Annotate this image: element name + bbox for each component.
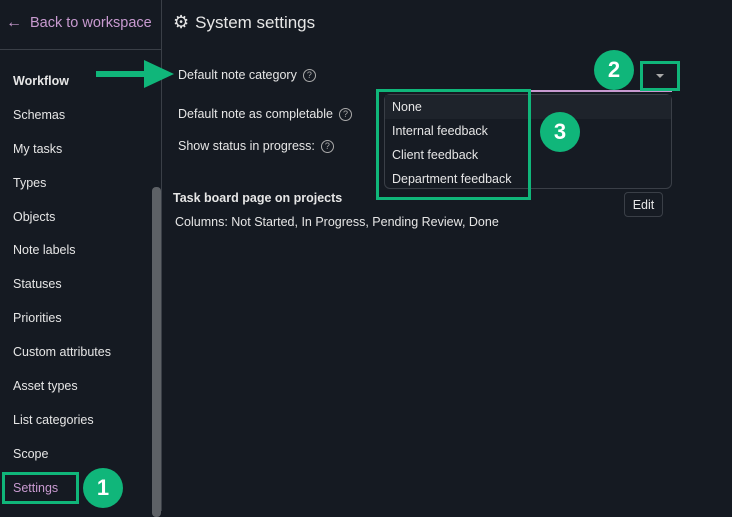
option-client-feedback[interactable]: Client feedback bbox=[392, 148, 479, 162]
default-note-completable-label: Default note as completable? bbox=[178, 107, 352, 121]
sidebar-item-custom-attributes[interactable]: Custom attributes bbox=[13, 345, 111, 360]
edit-button[interactable]: Edit bbox=[624, 192, 663, 217]
back-label: Back to workspace bbox=[30, 15, 152, 31]
badge-1: 1 bbox=[83, 468, 123, 508]
show-status-label: Show status in progress:? bbox=[178, 139, 334, 153]
page-title-text: System settings bbox=[195, 12, 316, 32]
sidebar-item-list-categories[interactable]: List categories bbox=[13, 412, 94, 427]
label-text: Default note category bbox=[178, 68, 297, 82]
page-title: ⚙System settings bbox=[173, 12, 315, 33]
help-icon[interactable]: ? bbox=[320, 139, 334, 153]
highlight-settings bbox=[2, 472, 79, 504]
label-text: Default note as completable bbox=[178, 107, 333, 121]
task-board-columns: Columns: Not Started, In Progress, Pendi… bbox=[175, 215, 499, 229]
gear-icon: ⚙ bbox=[173, 12, 190, 32]
highlight-caret bbox=[640, 61, 680, 91]
sidebar-item-note-labels[interactable]: Note labels bbox=[13, 243, 76, 258]
badge-3: 3 bbox=[540, 112, 580, 152]
divider bbox=[0, 49, 162, 50]
sidebar-nav: Workflow Schemas My tasks Types Objects … bbox=[13, 74, 111, 515]
chevron-down-icon[interactable] bbox=[656, 74, 664, 78]
sidebar: ← Back to workspace Workflow Schemas My t… bbox=[0, 0, 162, 517]
sidebar-item-types[interactable]: Types bbox=[13, 175, 47, 190]
highlight-options bbox=[376, 89, 531, 200]
green-arrow-icon bbox=[96, 60, 174, 88]
back-to-workspace-link[interactable]: ← Back to workspace bbox=[6, 14, 152, 32]
sidebar-item-workflow[interactable]: Workflow bbox=[13, 74, 70, 88]
option-department-feedback[interactable]: Department feedback bbox=[392, 172, 512, 186]
sidebar-item-asset-types[interactable]: Asset types bbox=[13, 379, 78, 394]
task-board-heading: Task board page on projects bbox=[173, 191, 343, 205]
option-internal-feedback[interactable]: Internal feedback bbox=[392, 124, 488, 138]
sidebar-item-schemas[interactable]: Schemas bbox=[13, 107, 66, 122]
category-select-underline[interactable] bbox=[530, 90, 672, 92]
sidebar-item-settings[interactable]: Settings bbox=[13, 480, 59, 495]
label-text: Show status in progress: bbox=[178, 139, 315, 153]
arrow-left-icon: ← bbox=[6, 14, 22, 31]
sidebar-scrollbar[interactable] bbox=[152, 187, 161, 517]
sidebar-item-statuses[interactable]: Statuses bbox=[13, 277, 62, 292]
sidebar-item-objects[interactable]: Objects bbox=[13, 209, 56, 224]
help-icon[interactable]: ? bbox=[338, 107, 352, 121]
sidebar-item-my-tasks[interactable]: My tasks bbox=[13, 141, 63, 156]
sidebar-item-scope[interactable]: Scope bbox=[13, 446, 49, 461]
badge-2: 2 bbox=[594, 50, 634, 90]
sidebar-item-priorities[interactable]: Priorities bbox=[13, 311, 62, 326]
help-icon[interactable]: ? bbox=[302, 68, 316, 82]
default-note-category-label: Default note category? bbox=[178, 68, 316, 82]
